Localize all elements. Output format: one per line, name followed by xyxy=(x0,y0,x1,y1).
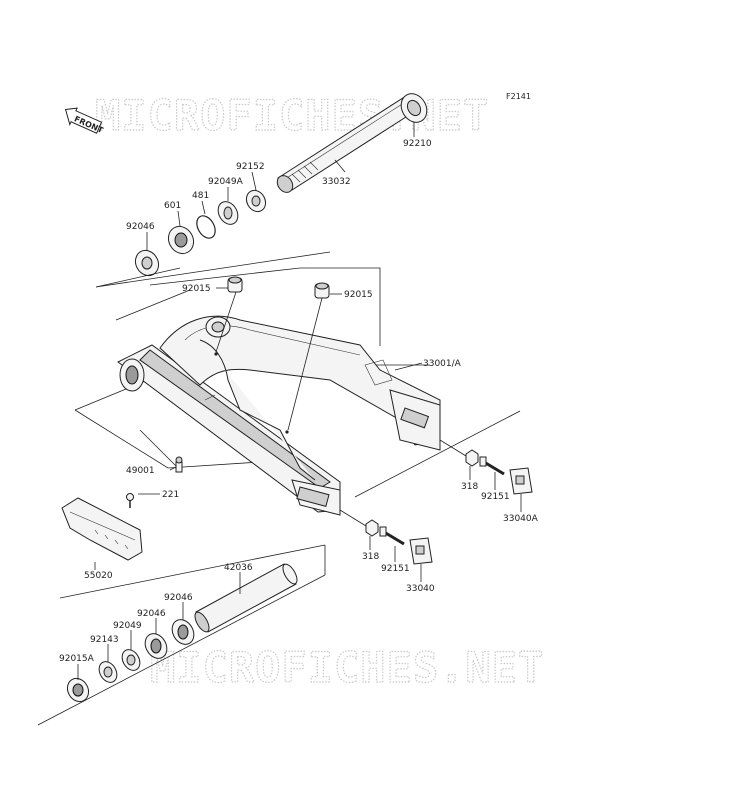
label-92015-left: 92015 xyxy=(182,284,211,294)
label-92046-a: 92046 xyxy=(164,593,193,603)
label-92015-right: 92015 xyxy=(344,290,373,300)
label-92049A: 92049A xyxy=(208,177,244,187)
grease-nipple-49001 xyxy=(175,456,183,473)
nut-318-right xyxy=(465,449,479,467)
watermark-top: MICROFICHES.NET xyxy=(95,91,489,140)
circlip-481 xyxy=(196,215,216,239)
cap-92015-right xyxy=(314,282,330,299)
label-92210: 92210 xyxy=(403,139,432,149)
needle-bearing-92046-top xyxy=(134,249,160,277)
label-92015A: 92015A xyxy=(59,654,95,664)
label-92046-top: 92046 xyxy=(126,222,155,232)
label-42036: 42036 xyxy=(224,563,253,573)
diagram-code: F2141 xyxy=(506,92,531,101)
needle-bearing-92046-b xyxy=(144,633,168,659)
bolt-92151-right xyxy=(479,456,505,476)
plate-33040 xyxy=(409,537,433,565)
watermark-bottom: MICROFICHES.NET xyxy=(150,643,544,692)
label-318-right: 318 xyxy=(461,482,478,492)
label-92049: 92049 xyxy=(113,621,142,631)
nut-318-bottom xyxy=(365,519,379,537)
label-33040A: 33040A xyxy=(503,514,539,524)
label-221: 221 xyxy=(162,490,179,500)
label-481: 481 xyxy=(192,191,209,201)
label-33040: 33040 xyxy=(406,584,435,594)
label-92046-b: 92046 xyxy=(137,609,166,619)
seal-92049A xyxy=(217,201,239,225)
label-55020: 55020 xyxy=(84,571,113,581)
part-labels: 92210 33032 92152 92049A 481 601 92046 9… xyxy=(59,139,539,664)
cap-92015-left xyxy=(227,276,243,293)
cap-92015A xyxy=(66,677,90,703)
chain-guide-55020 xyxy=(61,497,143,561)
bolt-92151-bottom xyxy=(379,526,405,546)
needle-bearing-92046-a xyxy=(171,619,195,645)
swingarm xyxy=(117,315,441,516)
seal-92049 xyxy=(121,649,141,671)
screw-221 xyxy=(126,493,134,508)
pivot-nut xyxy=(400,93,428,123)
label-92143: 92143 xyxy=(90,635,119,645)
collar-92143 xyxy=(98,661,118,683)
label-92151-bottom: 92151 xyxy=(381,564,410,574)
sleeve-42036 xyxy=(194,563,298,633)
plate-33040A xyxy=(509,467,533,495)
label-92152: 92152 xyxy=(236,162,265,172)
leader-lines xyxy=(77,122,522,680)
label-601: 601 xyxy=(164,201,181,211)
label-49001: 49001 xyxy=(126,466,155,476)
collar-92152 xyxy=(245,189,267,213)
label-318-bottom: 318 xyxy=(362,552,379,562)
bearing-601 xyxy=(167,225,195,255)
label-92151-right: 92151 xyxy=(481,492,510,502)
label-33032: 33032 xyxy=(322,177,351,187)
label-33001A: 33001/A xyxy=(423,359,462,369)
